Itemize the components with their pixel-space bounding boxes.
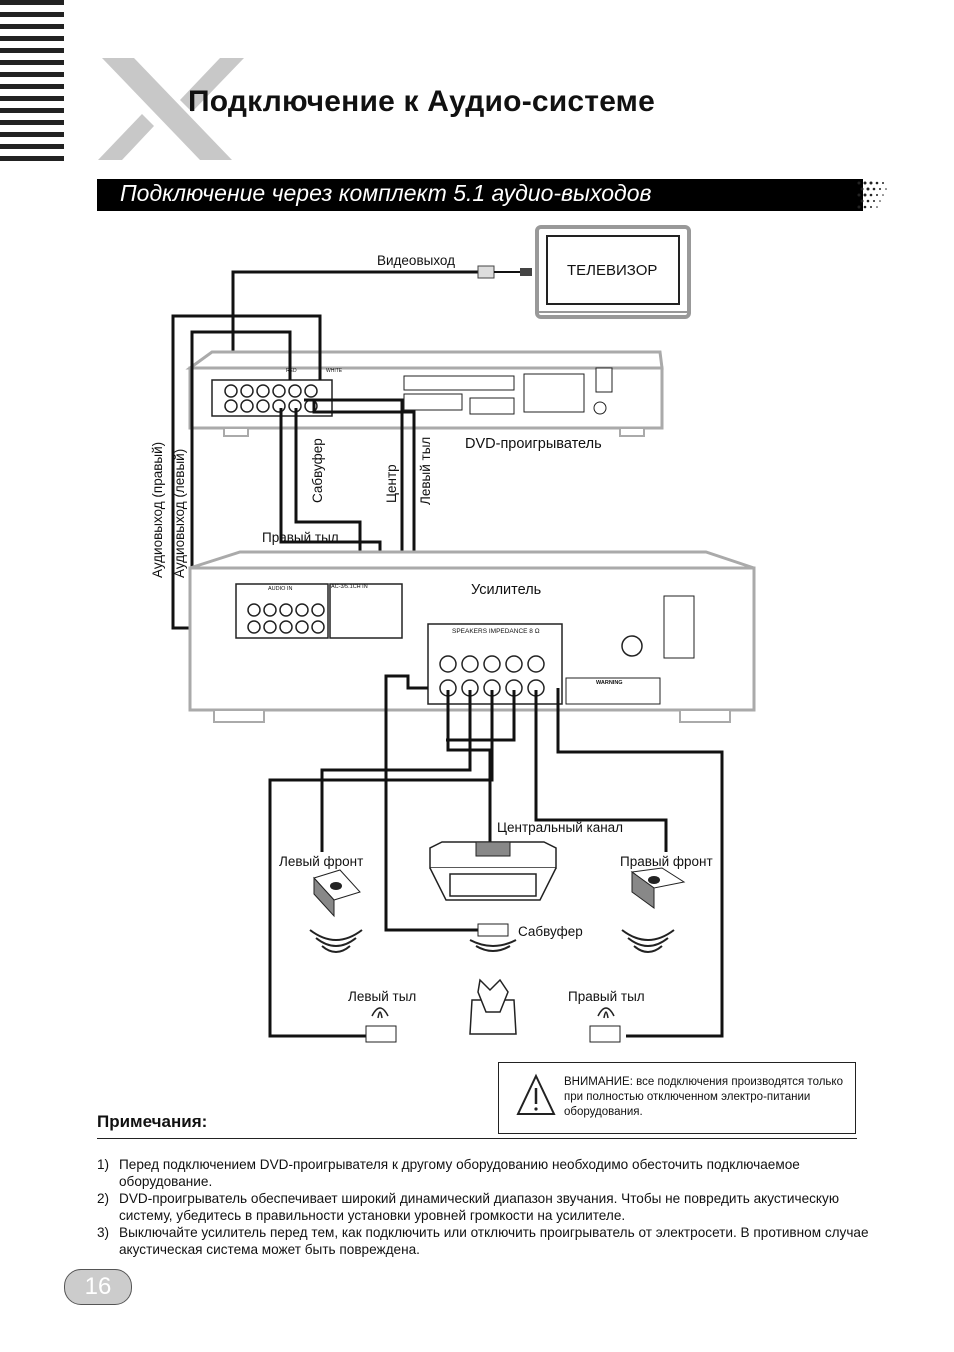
note-item: 2) DVD-проигрыватель обеспечивает широкий… [97, 1190, 877, 1224]
x-logo [98, 58, 244, 160]
note-text: Выключайте усилитель перед тем, как подк… [119, 1225, 869, 1257]
warning-text: ВНИМАНИЕ: все подключения производятся т… [564, 1076, 843, 1118]
section-title: Подключение через комплект 5.1 аудио-вых… [120, 180, 652, 206]
speakers-impedance-label: SPEAKERS IMPEDANCE 8 Ω [452, 628, 540, 635]
audio-left-label: Аудиовыход (левый) [172, 448, 187, 578]
dvd-label: DVD-проигрыватель [465, 436, 602, 452]
right-rear-label: Правый тыл [568, 989, 645, 1004]
dvd-player [185, 350, 664, 437]
warning-box [498, 1062, 856, 1134]
notes-list: 1) Перед подключением DVD-проигрывателя к… [97, 1156, 877, 1258]
subwoofer-speaker [469, 923, 517, 952]
amp-warning-label: WARNING [596, 680, 623, 686]
tv-label: ТЕЛЕВИЗОР [567, 262, 658, 279]
audio-right-label: Аудиовыход (правый) [150, 441, 165, 578]
ac3-in-label: AC-3/5.1CH IN [331, 584, 368, 590]
note-text: DVD-проигрыватель обеспечивает широкий д… [119, 1191, 840, 1223]
section-bar [97, 179, 863, 211]
dvd-white-label: WHITE [326, 368, 343, 374]
note-item: 3) Выключайте усилитель перед тем, как по… [97, 1224, 877, 1258]
note-text: Перед подключением DVD-проигрывателя к д… [119, 1157, 800, 1189]
amplifier [188, 550, 756, 723]
right-rear-speaker [589, 1007, 621, 1043]
margin-stripes [0, 0, 64, 165]
right-rear-cable-label: Правый тыл [262, 530, 339, 545]
left-front-speaker [309, 869, 363, 953]
note-number: 3) [97, 1225, 110, 1240]
video-out-label: Видеовыход [377, 253, 456, 268]
left-rear-speaker [365, 1007, 397, 1043]
page-number: 16 [64, 1269, 132, 1305]
note-item: 1) Перед подключением DVD-проигрывателя к… [97, 1156, 877, 1190]
left-rear-label: Левый тыл [348, 989, 417, 1004]
right-front-speaker [621, 867, 686, 953]
tv-icon [535, 225, 691, 319]
warning-icon [516, 1073, 556, 1115]
subwoofer-label: Сабвуфер [518, 924, 583, 939]
center-channel-label: Центральный канал [497, 820, 624, 835]
audio-in-label: AUDIO IN [268, 586, 293, 592]
notes-divider [97, 1138, 857, 1139]
dvd-red-label: RED [286, 368, 297, 374]
center-cable-label: Центр [384, 464, 399, 503]
dot-pattern [857, 181, 887, 209]
left-rear-cable-label: Левый тыл [418, 436, 433, 505]
subwoofer-cable-label: Сабвуфер [310, 438, 325, 503]
note-number: 1) [97, 1157, 110, 1172]
amplifier-label: Усилитель [471, 582, 542, 598]
listener-icon [469, 978, 517, 1035]
left-front-label: Левый фронт [279, 854, 364, 869]
page-title: Подключение к Аудио-системе [188, 85, 655, 118]
center-speaker [429, 841, 557, 901]
note-number: 2) [97, 1191, 110, 1206]
right-front-label: Правый фронт [620, 854, 713, 869]
notes-title: Примечания: [97, 1112, 208, 1131]
